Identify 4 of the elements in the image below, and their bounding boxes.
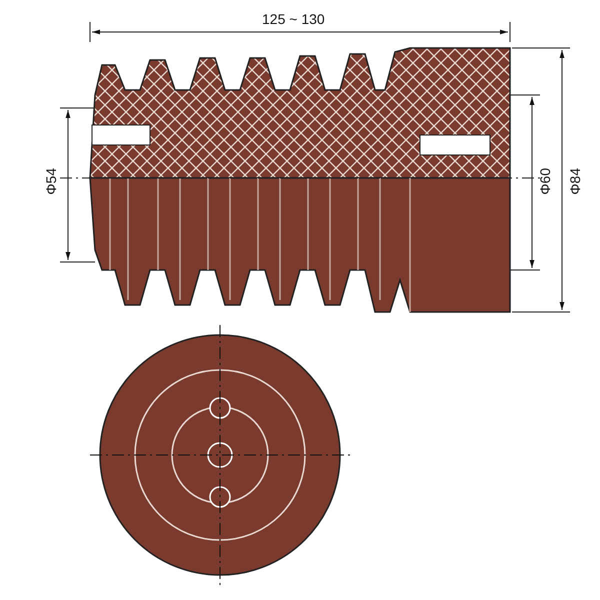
dimension-label: Φ60 xyxy=(538,168,552,195)
dimension-label: Φ54 xyxy=(44,168,58,195)
dimension-label: Φ84 xyxy=(568,168,582,195)
dimension-label: 125 ~ 130 xyxy=(262,12,325,26)
